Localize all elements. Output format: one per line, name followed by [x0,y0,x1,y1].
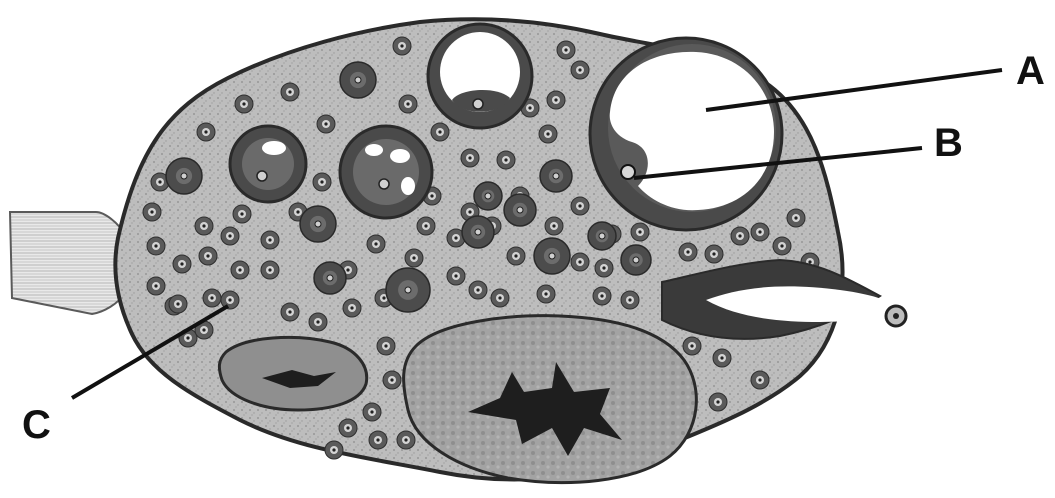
primordial-follicle [557,41,575,59]
primordial-follicle [231,261,249,279]
primordial-follicle [369,431,387,449]
primordial-follicle [343,299,361,317]
label-c: C [22,403,51,447]
primordial-follicle [377,337,395,355]
primordial-follicle [405,249,423,267]
primordial-follicle [431,123,449,141]
growing-follicle [534,238,570,274]
primordial-follicle [713,349,731,367]
growing-follicle [166,158,202,194]
label-b: B [934,121,963,165]
growing-follicle [462,216,494,248]
primordial-follicle [325,441,343,459]
mature-follicle [590,38,782,230]
primordial-follicle [203,289,221,307]
primordial-follicle [545,217,563,235]
primordial-follicle [417,217,435,235]
primordial-follicle [773,237,791,255]
primordial-follicle [571,197,589,215]
primordial-follicle [199,247,217,265]
primordial-follicle [317,115,335,133]
primordial-follicle [571,253,589,271]
primordial-follicle [497,151,515,169]
primordial-follicle [751,223,769,241]
primordial-follicle [787,209,805,227]
primordial-follicle [235,95,253,113]
growing-follicle [340,62,376,98]
corpus-albicans [219,337,366,410]
primordial-follicle [173,255,191,273]
primordial-follicle [507,247,525,265]
primordial-follicle [393,37,411,55]
primordial-follicle [547,91,565,109]
primordial-follicle [261,231,279,249]
secondary-follicle-left [230,126,306,202]
secondary-follicle-middle [340,126,432,218]
primordial-follicle [683,337,701,355]
primordial-follicle [261,261,279,279]
growing-follicle [300,206,336,242]
primordial-follicle [751,371,769,389]
primordial-follicle [233,205,251,223]
primordial-follicle [631,223,649,241]
primordial-follicle [679,243,697,261]
growing-follicle [386,268,430,312]
primordial-follicle [281,303,299,321]
primordial-follicle [197,123,215,141]
growing-follicle [588,222,616,250]
primordial-follicle [221,227,239,245]
primordial-follicle [709,393,727,411]
label-a: A [1016,49,1045,93]
primordial-follicle [313,173,331,191]
primordial-follicle [399,95,417,113]
primordial-follicle [705,245,723,263]
corpus-luteum [404,316,697,483]
primordial-follicle [537,285,555,303]
growing-follicle [540,160,572,192]
primordial-follicle [147,237,165,255]
primordial-follicle [143,203,161,221]
primordial-follicle [539,125,557,143]
primordial-follicle [397,431,415,449]
primordial-follicle [593,287,611,305]
primordial-follicle [731,227,749,245]
primordial-follicle [469,281,487,299]
growing-follicle [474,182,502,210]
primordial-follicle [339,419,357,437]
primordial-follicle [281,83,299,101]
primordial-follicle [491,289,509,307]
growing-follicle [504,194,536,226]
growing-follicle [314,262,346,294]
primordial-follicle [571,61,589,79]
hilum-ligament [10,212,126,314]
primordial-follicle [309,313,327,331]
growing-follicle [621,245,651,275]
primordial-follicle [595,259,613,277]
primordial-follicle [447,267,465,285]
primordial-follicle [367,235,385,253]
antral-follicle-top [428,24,532,128]
primordial-follicle [621,291,639,309]
primordial-follicle [195,217,213,235]
primordial-follicle [169,295,187,313]
primordial-follicle [363,403,381,421]
oocyte [621,165,635,179]
primordial-follicle [383,371,401,389]
primordial-follicle [147,277,165,295]
primordial-follicle [461,149,479,167]
